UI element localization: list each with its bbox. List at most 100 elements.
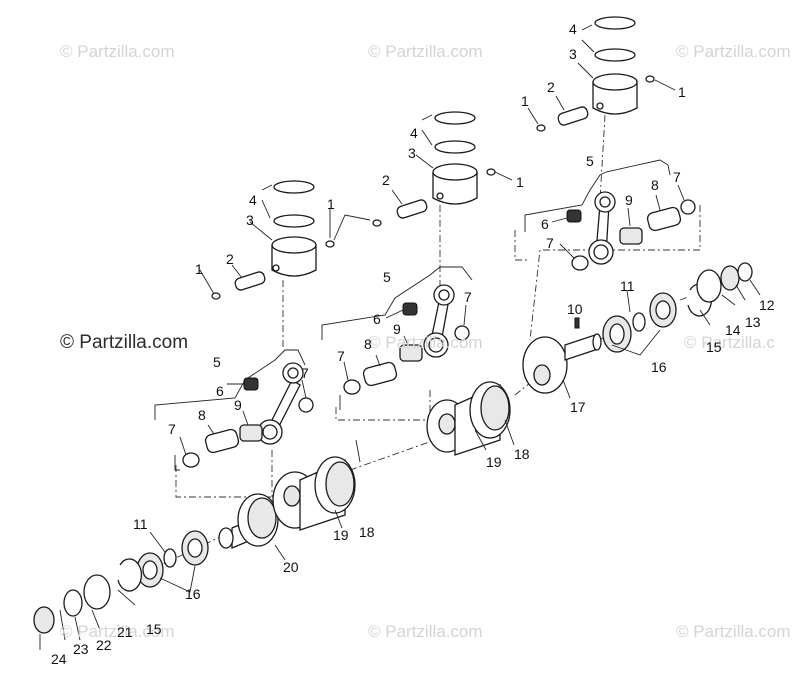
piston-ring-left-top bbox=[273, 180, 315, 194]
callout-label: 5 bbox=[586, 153, 594, 169]
crank-pin-right bbox=[646, 206, 682, 232]
callout-label: 8 bbox=[198, 407, 206, 423]
callout-label: 7 bbox=[337, 348, 345, 364]
watermark: © Partzilla.com bbox=[676, 622, 791, 641]
callout-label: 16 bbox=[651, 359, 667, 375]
watermark: © Partzilla.com bbox=[676, 42, 791, 61]
callout-label: 21 bbox=[117, 624, 133, 640]
callout-label: 24 bbox=[51, 651, 67, 667]
crank-pin-left bbox=[204, 428, 240, 454]
circlip-middle-2 bbox=[486, 168, 496, 176]
callout-label: 7 bbox=[673, 169, 681, 185]
thrust-washer-right-2 bbox=[680, 199, 696, 215]
callout-label: 9 bbox=[393, 321, 401, 337]
piston-left bbox=[271, 244, 317, 277]
callout-label: 19 bbox=[486, 454, 502, 470]
callout-label: 22 bbox=[96, 637, 112, 653]
callout-label: 5 bbox=[213, 354, 221, 370]
callout-label: 18 bbox=[514, 446, 530, 462]
callout-label: 15 bbox=[706, 339, 722, 355]
watermark: © Partzilla.com bbox=[368, 42, 483, 61]
callout-label: 1 bbox=[195, 261, 203, 277]
callout-label: 19 bbox=[333, 527, 349, 543]
callout-label: 1 bbox=[521, 93, 529, 109]
watermark-main: © Partzilla.com bbox=[60, 332, 189, 353]
callout-label: 7 bbox=[546, 235, 554, 251]
needle-bearing-large-left bbox=[239, 424, 263, 442]
snap-ring-right bbox=[632, 312, 646, 332]
callout-label: 6 bbox=[216, 383, 224, 399]
callout-label: 4 bbox=[410, 125, 418, 141]
callout-label: 6 bbox=[373, 311, 381, 327]
callout-label: 13 bbox=[745, 314, 761, 330]
callout-label: 2 bbox=[547, 79, 555, 95]
seal-washer-right bbox=[720, 265, 740, 291]
oil-seal-left bbox=[83, 574, 111, 610]
callout-label: 2 bbox=[382, 172, 390, 188]
needle-bearing-small-middle bbox=[402, 302, 418, 316]
callout-label: 3 bbox=[569, 46, 577, 62]
left-end-bearings bbox=[33, 379, 571, 650]
piston-assembly-middle bbox=[372, 111, 513, 227]
needle-bearing-small-right bbox=[566, 209, 582, 223]
callout-label: 18 bbox=[359, 524, 375, 540]
callout-label: 12 bbox=[759, 297, 775, 313]
watermark: © Partzilla.com bbox=[368, 622, 483, 641]
thrust-washer-middle-1 bbox=[343, 379, 361, 395]
callout-label: 5 bbox=[383, 269, 391, 285]
callout-label: 16 bbox=[185, 586, 201, 602]
callout-label: 1 bbox=[327, 196, 335, 212]
piston-pin-middle bbox=[396, 199, 428, 219]
snap-ring-left bbox=[163, 548, 177, 568]
circlip-right-1 bbox=[536, 124, 546, 132]
piston-ring-middle-top bbox=[434, 111, 476, 125]
thrust-washer-right-1 bbox=[571, 255, 589, 271]
piston-pin-left bbox=[234, 271, 266, 291]
piston-assembly-right bbox=[527, 16, 676, 132]
callout-label: 20 bbox=[283, 559, 299, 575]
watermark: © Partzilla.com bbox=[60, 622, 175, 641]
callout-label: 11 bbox=[620, 278, 635, 294]
piston-pin-right bbox=[557, 106, 589, 126]
needle-bearing-large-right bbox=[619, 227, 643, 245]
end-cap-left bbox=[33, 606, 55, 634]
watermark: © Partzilla.com bbox=[60, 42, 175, 61]
piston-middle bbox=[432, 171, 478, 205]
callout-label: 8 bbox=[651, 177, 659, 193]
connecting-rod-left bbox=[154, 349, 314, 471]
woodruff-key bbox=[574, 317, 580, 329]
thrust-washer-left-1 bbox=[182, 452, 200, 468]
right-end-bearings bbox=[602, 262, 761, 356]
callout-label: 23 bbox=[73, 641, 89, 657]
needle-bearing-large-middle bbox=[399, 344, 423, 362]
piston-ring-middle-bottom bbox=[434, 140, 476, 154]
circlip-left-2 bbox=[325, 240, 335, 248]
watermark: © Partzilla.com bbox=[368, 333, 483, 352]
circlip-right-2 bbox=[645, 75, 655, 83]
callout-label: 10 bbox=[567, 301, 583, 317]
callout-label: 3 bbox=[246, 212, 254, 228]
piston-ring-right-top bbox=[594, 16, 636, 30]
piston-assembly-left bbox=[199, 180, 371, 300]
crank-pin-middle bbox=[362, 361, 398, 387]
piston-ring-left-bottom bbox=[273, 214, 315, 228]
callout-label: 4 bbox=[569, 21, 577, 37]
callout-label: 1 bbox=[516, 174, 524, 190]
callout-label: 2 bbox=[226, 251, 234, 267]
connecting-rod-middle bbox=[321, 266, 473, 410]
needle-bearing-small-left bbox=[243, 377, 259, 391]
callout-label: 11 bbox=[133, 516, 148, 532]
callout-label: 3 bbox=[408, 145, 416, 161]
callout-label: 15 bbox=[146, 621, 162, 637]
crankshaft bbox=[218, 317, 602, 549]
callout-label: 7 bbox=[168, 421, 176, 437]
thrust-washer-middle-2 bbox=[454, 325, 470, 341]
watermark: © Partzilla.c bbox=[684, 333, 775, 352]
callout-label: 7 bbox=[464, 289, 472, 305]
callout-label: 7 bbox=[301, 365, 309, 381]
callout-label: 4 bbox=[249, 192, 257, 208]
retaining-ring-left bbox=[117, 558, 143, 592]
callout-label: 14 bbox=[725, 322, 741, 338]
circlip-middle-1 bbox=[372, 219, 382, 227]
